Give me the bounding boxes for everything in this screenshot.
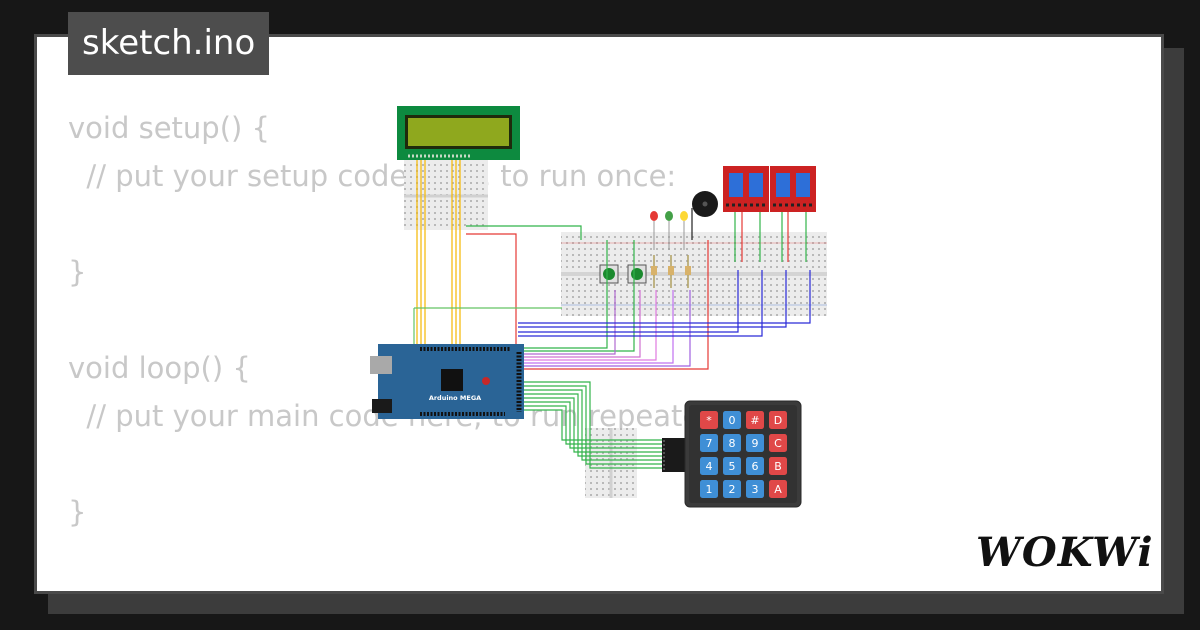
keypad-key-label: 0 (729, 414, 736, 427)
led-green (665, 211, 673, 250)
keypad-key-cap (769, 480, 787, 498)
relay-module-left (723, 166, 769, 212)
keypad-key-label: A (774, 483, 782, 496)
keypad-key-label: 7 (706, 437, 713, 450)
keypad-key-cap (746, 411, 764, 429)
keypad-key-cap (746, 480, 764, 498)
lcd-display (397, 106, 520, 160)
keypad-key-cap (723, 434, 741, 452)
keypad-key[interactable]: 8 (723, 434, 741, 452)
main-breadboard (561, 232, 827, 316)
keypad-key[interactable]: 6 (746, 457, 764, 475)
keypad-key[interactable]: 9 (746, 434, 764, 452)
keypad-key[interactable]: A (769, 480, 787, 498)
keypad-key-label: B (774, 460, 782, 473)
small-breadboard-top (404, 160, 488, 230)
wokwi-logo: WOKWi (976, 529, 1152, 576)
small-breadboard-bottom (585, 428, 637, 498)
keypad-key-label: D (774, 414, 782, 427)
led-red (650, 211, 658, 250)
keypad-key[interactable]: * (700, 411, 718, 429)
keypad-key-cap (769, 457, 787, 475)
keypad-key[interactable]: 2 (723, 480, 741, 498)
keypad-key-cap (700, 457, 718, 475)
keypad-key-label: 8 (729, 437, 736, 450)
code-line: } (68, 495, 87, 529)
keypad-key-label: 5 (729, 460, 736, 473)
code-line: } (68, 255, 87, 289)
keypad-key-cap (723, 411, 741, 429)
keypad-key-label: * (706, 414, 712, 427)
keypad-key-label: 4 (706, 460, 713, 473)
wires (413, 160, 811, 469)
keypad-key-label: # (750, 414, 759, 427)
keypad-key[interactable]: 0 (723, 411, 741, 429)
keypad-key-label: 1 (706, 483, 713, 496)
buzzer (692, 191, 718, 217)
code-preview: void setup() { // put your setup code he… (68, 104, 752, 536)
relay-module-right (770, 166, 816, 212)
code-line: void setup() { (68, 111, 270, 145)
file-tab[interactable]: sketch.ino (68, 12, 270, 75)
arduino-mega-board: Arduino MEGA (370, 344, 524, 419)
keypad-key-cap (769, 434, 787, 452)
keypad-key-cap (769, 411, 787, 429)
keypad-key[interactable]: # (746, 411, 764, 429)
keypad-key[interactable]: 3 (746, 480, 764, 498)
keypad-connector (662, 438, 686, 472)
keypad-key-cap (700, 480, 718, 498)
push-button-2 (627, 264, 647, 284)
keypad-key[interactable]: 5 (723, 457, 741, 475)
keypad-key[interactable]: D (769, 411, 787, 429)
keypad-key-label: 2 (729, 483, 736, 496)
code-line: void loop() { (68, 351, 251, 385)
keypad-key-label: 3 (752, 483, 759, 496)
keypad-key-label: C (774, 437, 782, 450)
keypad-key-label: 9 (752, 437, 759, 450)
logo-text: WOKWi (976, 529, 1152, 576)
keypad-key-cap (723, 457, 741, 475)
keypad-key[interactable]: B (769, 457, 787, 475)
keypad-key[interactable]: 1 (700, 480, 718, 498)
keypad-key[interactable]: 7 (700, 434, 718, 452)
keypad-key[interactable]: C (769, 434, 787, 452)
keypad-key-cap (700, 434, 718, 452)
keypad-key-cap (746, 434, 764, 452)
keypad-key-cap (700, 411, 718, 429)
led-yellow (680, 211, 688, 250)
resistors (651, 255, 691, 288)
keypad-key-cap (723, 480, 741, 498)
keypad-key-cap (746, 457, 764, 475)
keypad-key[interactable]: 4 (700, 457, 718, 475)
push-button-1 (599, 264, 619, 284)
board-label: Arduino MEGA (429, 394, 481, 402)
keypad-key-label: 6 (752, 460, 759, 473)
